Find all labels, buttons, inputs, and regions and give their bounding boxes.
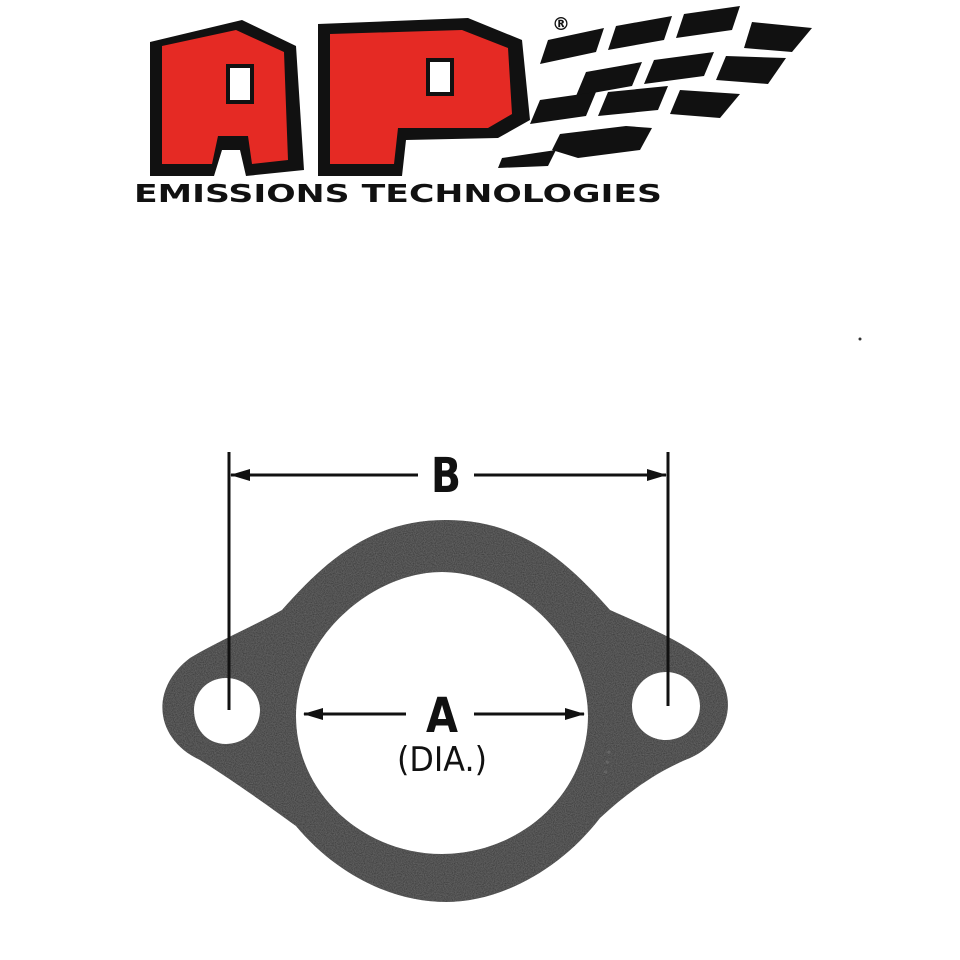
- dimension-a-label: A: [426, 688, 458, 744]
- checkered-flag-icon: [498, 6, 812, 168]
- logo-letter-a: [162, 30, 288, 164]
- logo-tagline: EMISSIONS TECHNOLOGIES: [134, 179, 662, 208]
- logo-letters: [162, 30, 512, 164]
- ap-logo: ® EMISSIONS TECHNOLOGIES: [134, 6, 812, 208]
- dimension-a: A (DIA.): [303, 688, 585, 780]
- stray-dot: [858, 337, 862, 341]
- dimension-b: B: [227, 448, 670, 710]
- dimension-b-label: B: [431, 448, 461, 504]
- dimension-a-sublabel: (DIA.): [397, 740, 487, 780]
- gasket: • • •: [162, 520, 728, 902]
- gasket-part-stamp: • • •: [599, 748, 616, 776]
- logo-letter-p: [330, 30, 512, 164]
- gasket-body: [162, 520, 728, 902]
- registered-mark: ®: [552, 14, 570, 35]
